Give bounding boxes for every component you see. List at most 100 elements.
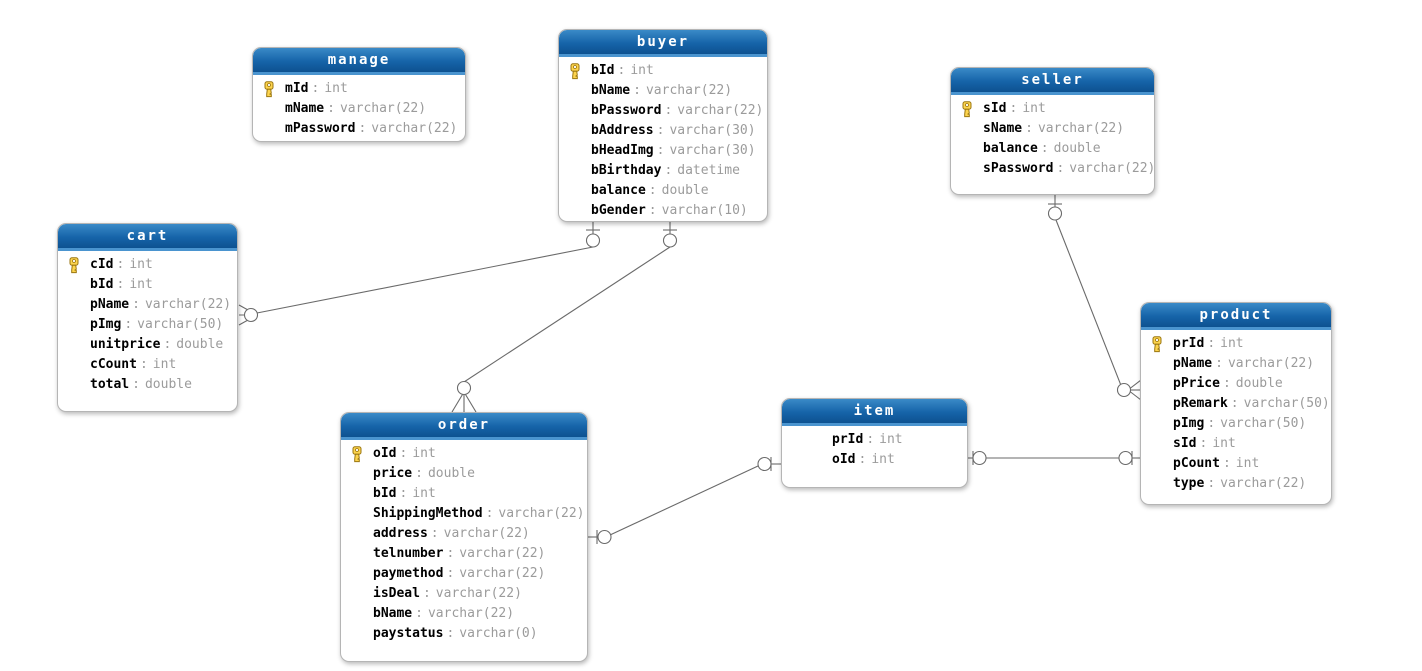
field-row-mId[interactable]: mId:int [259,79,459,99]
field-name: oId [832,452,856,467]
field-row-total[interactable]: total:double [64,375,231,395]
field-type: varchar(22) [645,83,733,98]
field-row-pImg[interactable]: pImg:varchar(50) [64,315,231,335]
relation-order-item[interactable] [588,456,782,545]
primary-key-icon [67,256,81,274]
field-row-sId[interactable]: sId:int [1147,434,1325,454]
zero-marker [1118,450,1133,466]
field-row-prId[interactable]: prId:int [806,430,961,450]
zero-marker [585,233,601,248]
zero-marker [1116,382,1132,398]
field-row-oId[interactable]: oId:int [806,450,961,470]
field-row-telnumber[interactable]: telnumber:varchar(22) [347,544,581,564]
field-name: pImg [90,317,122,332]
field-name: bName [591,83,631,98]
field-row-balance[interactable]: balance:double [957,139,1148,159]
table-header[interactable]: product [1141,303,1331,330]
field-row-cId[interactable]: cId:int [64,255,231,275]
field-name: paystatus [373,626,444,641]
relation-buyer-cart[interactable] [238,222,601,326]
field-type: varchar(22) [459,566,546,581]
field-row-paymethod[interactable]: paymethod:varchar(22) [347,564,581,584]
field-row-type[interactable]: type:varchar(22) [1147,474,1325,494]
field-row-oId[interactable]: oId:int [347,444,581,464]
field-row-sPassword[interactable]: sPassword:varchar(22) [957,159,1154,179]
field-colon: : [1040,141,1049,156]
field-type: varchar(22) [677,103,764,118]
field-row-address[interactable]: address:varchar(22) [347,524,581,544]
field-colon: : [656,123,665,138]
field-row-sName[interactable]: sName:varchar(22) [957,119,1148,139]
field-type: varchar(22) [459,546,546,561]
table-header[interactable]: buyer [559,30,767,57]
field-type: varchar(30) [669,143,756,158]
field-colon: : [485,506,494,521]
field-row-sId[interactable]: sId:int [957,99,1148,119]
field-row-bAddress[interactable]: bAddress:varchar(30) [565,121,761,141]
table-header[interactable]: cart [58,224,237,251]
field-name: pCount [1173,456,1220,471]
primary-key-icon [350,445,364,463]
field-row-unitprice[interactable]: unitprice:double [64,335,231,355]
field-row-bId[interactable]: bId:int [64,275,231,295]
field-row-bId[interactable]: bId:int [565,61,761,81]
field-type: int [412,486,436,501]
field-row-balance[interactable]: balance:double [565,181,761,201]
field-row-pCount[interactable]: pCount:int [1147,454,1325,474]
table-header[interactable]: manage [253,48,465,75]
field-type: varchar(22) [1220,476,1307,491]
field-row-pRemark[interactable]: pRemark:varchar(50) [1147,394,1330,414]
field-row-isDeal[interactable]: isDeal:varchar(22) [347,584,581,604]
field-type: varchar(10) [661,203,748,218]
field-row-bPassword[interactable]: bPassword:varchar(22) [565,101,764,121]
table-header[interactable]: item [782,399,967,426]
field-type: varchar(22) [339,101,427,116]
field-row-mPassword[interactable]: mPassword:varchar(22) [259,119,459,139]
relation-seller-product[interactable] [1047,195,1142,401]
field-row-pImg[interactable]: pImg:varchar(50) [1147,414,1325,434]
primary-key-icon [1150,335,1164,353]
field-row-cCount[interactable]: cCount:int [64,355,231,375]
field-colon: : [430,526,439,541]
field-row-bId[interactable]: bId:int [347,484,581,504]
field-row-bName[interactable]: bName:varchar(22) [347,604,581,624]
field-row-pPrice[interactable]: pPrice:double [1147,374,1325,394]
field-row-bHeadImg[interactable]: bHeadImg:varchar(30) [565,141,761,161]
field-row-prId[interactable]: prId:int [1147,334,1325,354]
field-row-mName[interactable]: mName:varchar(22) [259,99,459,119]
table-header[interactable]: seller [951,68,1154,95]
field-type: varchar(22) [498,506,585,521]
field-type: int [871,452,895,467]
field-row-price[interactable]: price:double [347,464,581,484]
field-colon: : [656,143,665,158]
field-name: sId [1173,436,1197,451]
field-name: bGender [591,203,646,218]
table-header[interactable]: order [341,413,587,440]
field-colon: : [1222,376,1231,391]
field-row-bName[interactable]: bName:varchar(22) [565,81,761,101]
field-row-paystatus[interactable]: paystatus:varchar(0) [347,624,581,644]
field-name: cCount [90,357,137,372]
field-colon: : [446,566,455,581]
field-row-pName[interactable]: pName:varchar(22) [1147,354,1325,374]
relation-item-product[interactable] [968,450,1141,466]
field-name: isDeal [373,586,420,601]
field-name: bAddress [591,123,654,138]
field-row-pName[interactable]: pName:varchar(22) [64,295,231,315]
field-row-ShippingMethod[interactable]: ShippingMethod:varchar(22) [347,504,585,524]
field-row-bBirthday[interactable]: bBirthday:datetime [565,161,761,181]
field-row-bGender[interactable]: bGender:varchar(10) [565,201,761,221]
field-type: varchar(22) [1037,121,1125,136]
table-title: item [853,403,896,419]
field-name: bPassword [591,103,662,118]
relation-buyer-order[interactable] [451,222,678,413]
